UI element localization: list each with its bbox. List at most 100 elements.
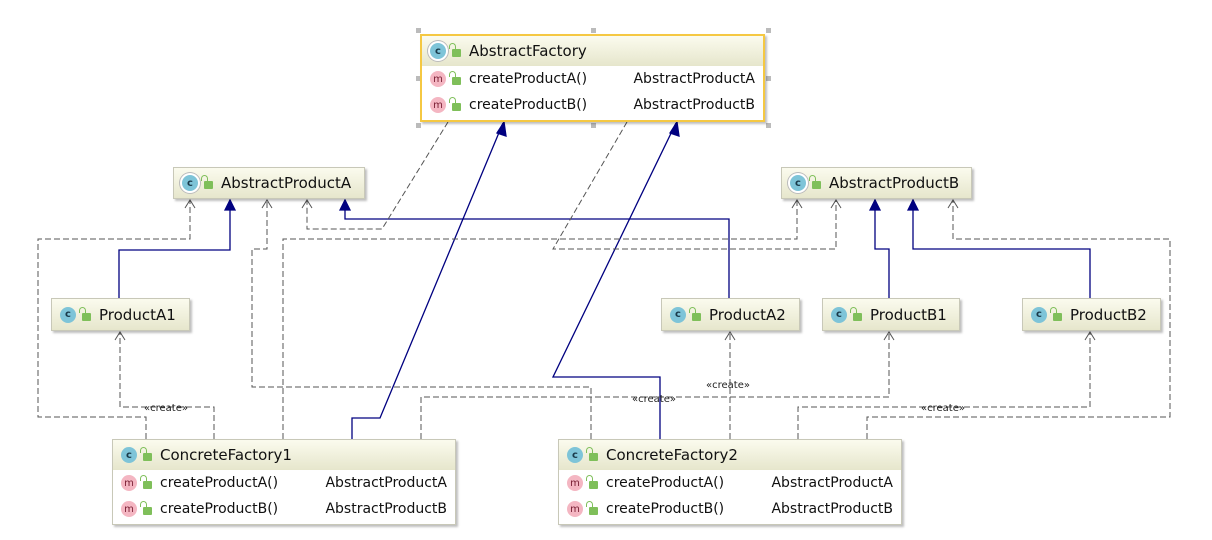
inheritance-edge-producta2	[344, 200, 730, 302]
class-name: AbstractProductA	[221, 174, 352, 192]
public-lock-icon	[449, 97, 461, 111]
open-arrow	[184, 199, 196, 209]
dependency-edge	[282, 200, 798, 439]
open-arrow	[724, 331, 736, 341]
method-icon: m	[430, 97, 446, 113]
public-lock-icon	[586, 475, 598, 489]
class-icon: c	[121, 447, 137, 463]
class-concrete-factory2[interactable]: c ConcreteFactory2 m createProductA() Ab…	[558, 439, 902, 525]
create-edge-productb2	[797, 332, 1091, 439]
open-arrow	[261, 199, 273, 209]
abstract-class-icon: c	[430, 43, 446, 59]
class-name: ProductB1	[870, 305, 947, 324]
dependency-edge	[251, 200, 592, 439]
return-type: AbstractProductB	[771, 501, 893, 517]
inheritance-arrow	[868, 198, 882, 211]
inheritance-arrow	[338, 198, 352, 211]
return-type: AbstractProductB	[325, 501, 447, 517]
inheritance-arrow	[906, 198, 920, 211]
class-header: c ConcreteFactory1	[113, 440, 455, 470]
public-lock-icon	[79, 306, 91, 321]
public-lock-icon	[140, 475, 152, 489]
class-name: AbstractFactory	[469, 42, 587, 60]
class-icon: c	[60, 306, 76, 323]
resize-handle[interactable]	[416, 123, 421, 128]
create-label: «create»	[632, 394, 676, 405]
class-name: ProductA1	[99, 305, 176, 324]
class-abstract-factory[interactable]: c AbstractFactory m createProductA() Abs…	[420, 34, 765, 122]
dependency-edge	[552, 121, 837, 250]
class-abstract-product-a[interactable]: c AbstractProductA	[173, 167, 365, 199]
class-header: c ProductA2	[662, 299, 799, 330]
class-name: ProductA2	[709, 305, 786, 324]
resize-handle[interactable]	[766, 76, 771, 81]
create-label: «create»	[706, 380, 750, 391]
class-icon: c	[831, 306, 847, 323]
resize-handle[interactable]	[416, 28, 421, 33]
method-icon: m	[567, 475, 583, 491]
create-edge-producta1	[119, 332, 215, 439]
open-arrow	[883, 331, 895, 341]
class-header: c AbstractFactory	[422, 36, 763, 66]
public-lock-icon	[449, 71, 461, 85]
resize-handle[interactable]	[416, 76, 421, 81]
public-lock-icon	[140, 501, 152, 515]
method-row[interactable]: m createProductA() AbstractProductA	[422, 66, 763, 92]
class-concrete-factory1[interactable]: c ConcreteFactory1 m createProductA() Ab…	[112, 439, 456, 525]
public-lock-icon	[586, 447, 598, 461]
public-lock-icon	[1050, 306, 1062, 321]
class-icon: c	[567, 447, 583, 463]
open-arrow	[830, 199, 842, 209]
create-label: «create»	[144, 403, 188, 414]
create-edge-productb1	[420, 332, 890, 439]
public-lock-icon	[586, 501, 598, 515]
class-header: c AbstractProductB	[782, 168, 971, 198]
abstract-class-icon: c	[182, 175, 198, 191]
class-abstract-product-b[interactable]: c AbstractProductB	[781, 167, 972, 199]
open-arrow	[1084, 331, 1096, 341]
resize-handle[interactable]	[766, 28, 771, 33]
inheritance-edge-producta1	[118, 200, 231, 302]
method-row[interactable]: m createProductB() AbstractProductB	[113, 496, 455, 522]
class-name: ConcreteFactory1	[160, 446, 292, 464]
inheritance-edge-concretefactory1	[351, 122, 504, 439]
class-header: c AbstractProductA	[174, 168, 364, 198]
class-icon: c	[1031, 306, 1047, 323]
method-icon: m	[567, 501, 583, 517]
public-lock-icon	[140, 447, 152, 461]
class-product-b1[interactable]: c ProductB1	[822, 298, 960, 331]
method-row[interactable]: m createProductA() AbstractProductA	[113, 470, 455, 496]
class-product-a1[interactable]: c ProductA1	[51, 298, 190, 331]
class-header: c ProductA1	[52, 299, 189, 330]
open-arrow	[947, 199, 959, 209]
class-product-b2[interactable]: c ProductB2	[1022, 298, 1161, 331]
method-icon: m	[430, 71, 446, 87]
inheritance-edge-concretefactory2	[551, 122, 677, 439]
class-name: ConcreteFactory2	[606, 446, 738, 464]
method-name: createProductA()	[606, 475, 725, 491]
resize-handle[interactable]	[591, 28, 596, 33]
inheritance-edge-productb1	[874, 200, 890, 302]
open-arrow	[114, 331, 126, 341]
class-header: c ProductB2	[1023, 299, 1160, 330]
class-product-a2[interactable]: c ProductA2	[661, 298, 800, 331]
abstract-class-icon: c	[790, 175, 806, 191]
inheritance-arrow	[669, 120, 680, 137]
method-name: createProductA()	[160, 475, 279, 491]
return-type: AbstractProductA	[771, 475, 893, 491]
class-name: ProductB2	[1070, 305, 1147, 324]
open-arrow	[791, 199, 803, 209]
method-row[interactable]: m createProductA() AbstractProductA	[559, 470, 901, 496]
method-name: createProductB()	[469, 97, 588, 113]
inheritance-edge-productb2	[912, 200, 1091, 302]
resize-handle[interactable]	[766, 123, 771, 128]
class-header: c ProductB1	[823, 299, 959, 330]
method-row[interactable]: m createProductB() AbstractProductB	[559, 496, 901, 522]
inheritance-arrow	[223, 198, 237, 211]
method-name: createProductA()	[469, 71, 588, 87]
return-type: AbstractProductA	[325, 475, 447, 491]
resize-handle[interactable]	[591, 123, 596, 128]
method-name: createProductB()	[606, 501, 725, 517]
method-row[interactable]: m createProductB() AbstractProductB	[422, 92, 763, 118]
